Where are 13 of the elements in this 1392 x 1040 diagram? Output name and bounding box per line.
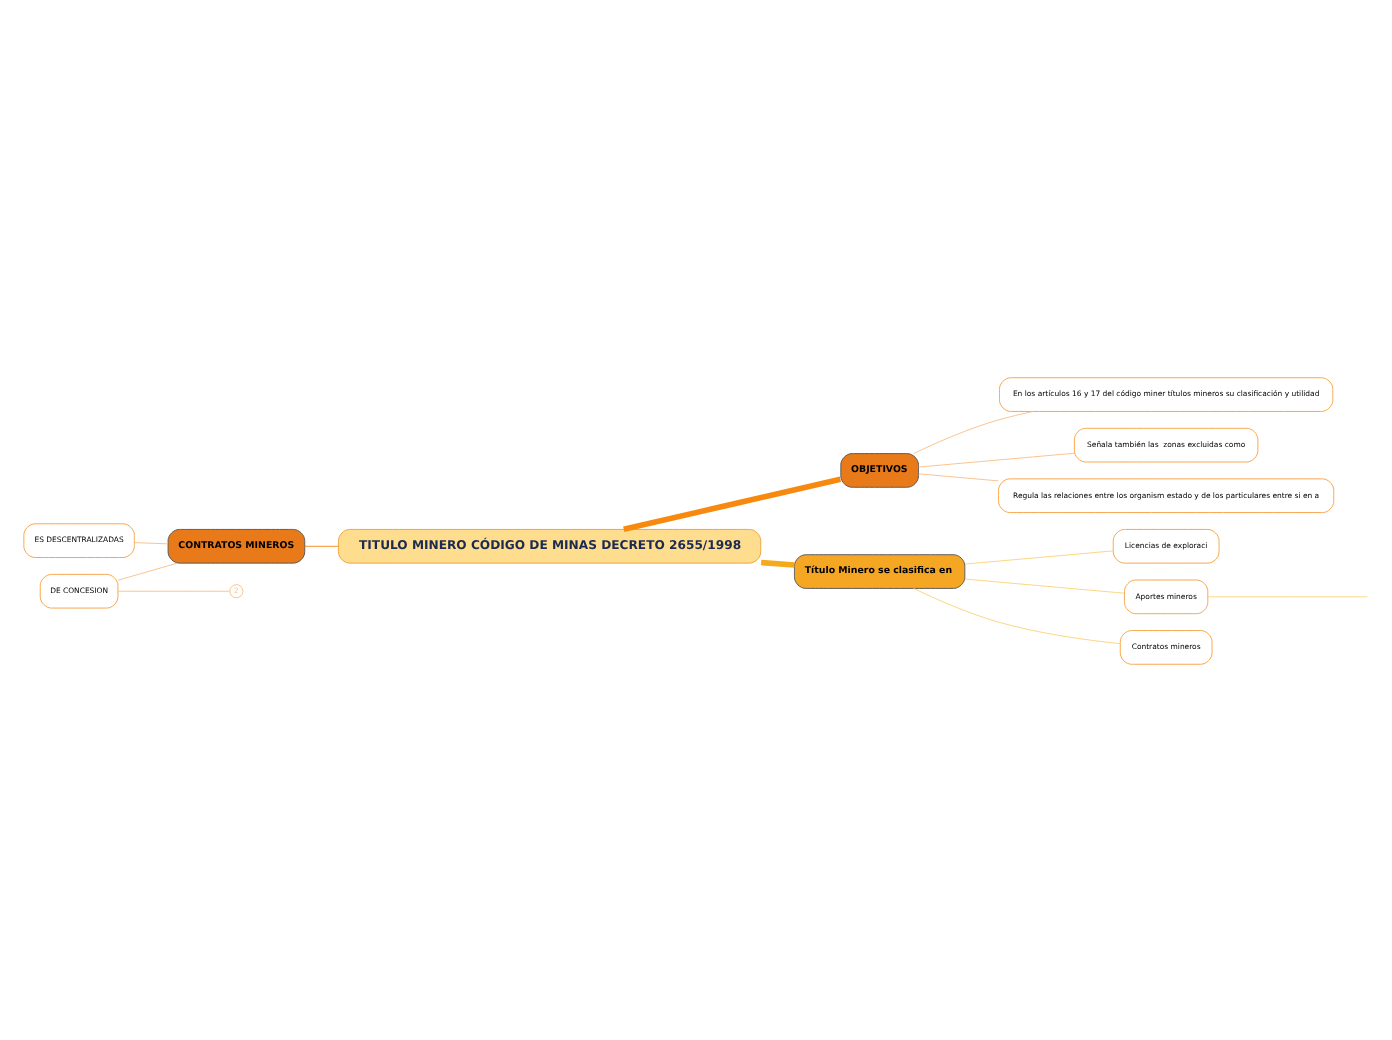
connector	[913, 410, 1034, 453]
connector	[918, 451, 1075, 467]
connector	[623, 475, 842, 532]
connector	[964, 549, 1114, 564]
connector	[964, 577, 1125, 593]
connector	[913, 587, 1121, 644]
connector	[918, 472, 999, 481]
connector	[117, 589, 231, 591]
connector	[304, 544, 339, 546]
connector	[133, 541, 169, 544]
connector	[760, 558, 795, 567]
connector	[117, 561, 178, 580]
connector	[1207, 595, 1368, 597]
